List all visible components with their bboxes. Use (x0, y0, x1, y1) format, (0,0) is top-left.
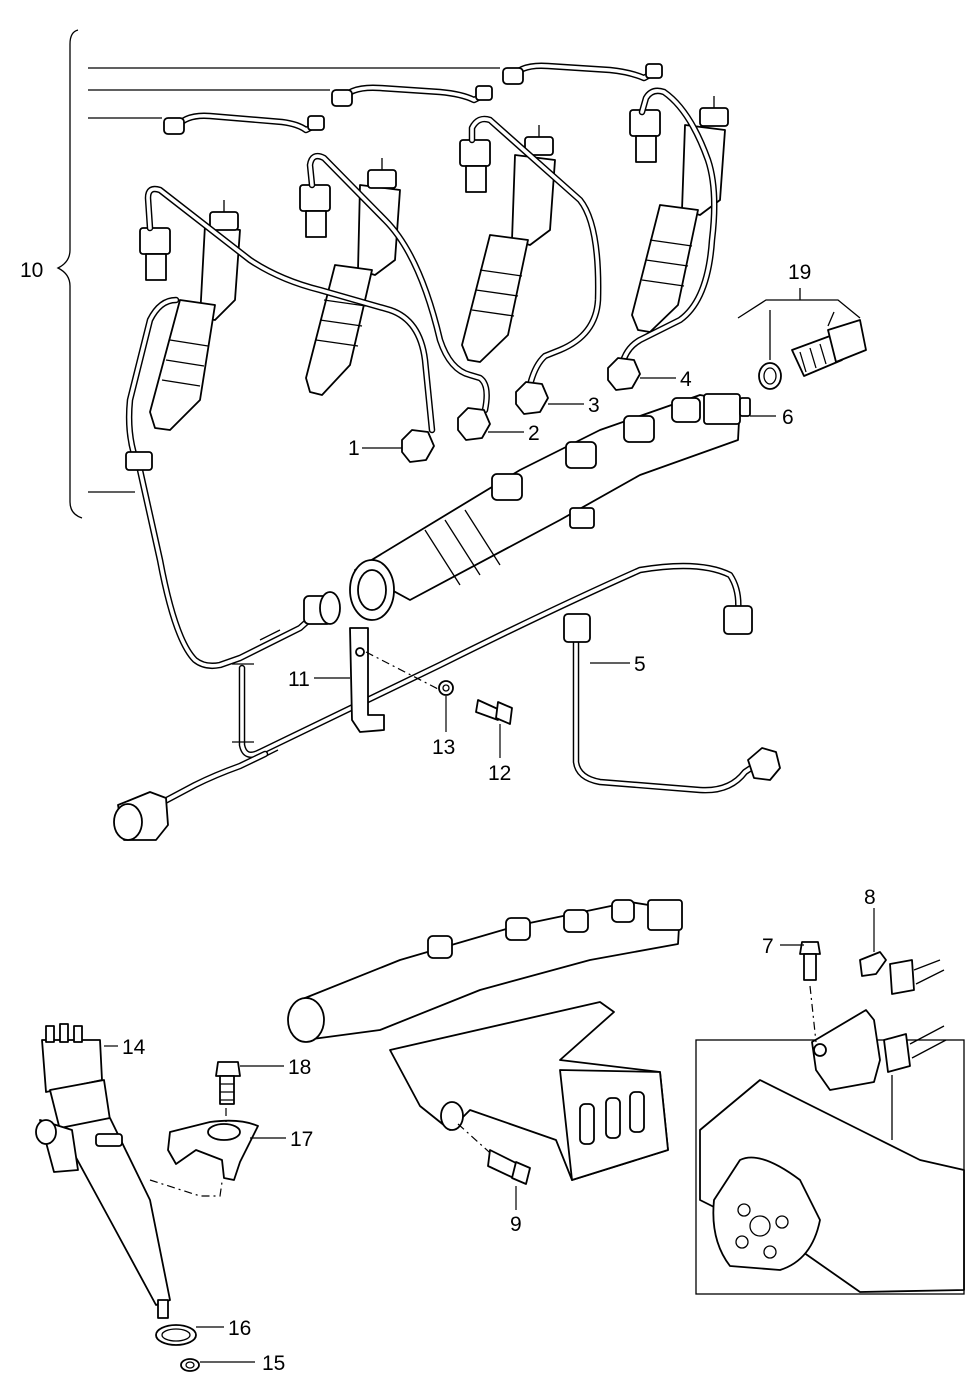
callout-16: 16 (228, 1317, 251, 1340)
rail-mount-assembly (287, 899, 683, 1185)
callout-15: 15 (262, 1352, 285, 1375)
injector-pipes (144, 87, 718, 463)
injector-icon (139, 200, 241, 431)
callout-18: 18 (288, 1056, 311, 1079)
injectors-group (139, 96, 729, 431)
callout-8: 8 (864, 886, 876, 909)
injector-detail-14 (35, 1023, 200, 1372)
callout-1: 1 (348, 437, 360, 460)
injector-icon (299, 158, 401, 396)
callout-labels: 1 2 3 4 5 6 7 8 9 10 11 12 13 14 15 16 1… (20, 259, 876, 1375)
callout-9: 9 (510, 1213, 522, 1236)
fuel-rail (349, 393, 751, 621)
callout-11: 11 (288, 668, 310, 691)
callout-2: 2 (528, 422, 540, 445)
feed-return-lines (113, 296, 753, 841)
callout-7: 7 (762, 935, 774, 958)
pressure-sensor-19 (737, 288, 867, 390)
pipe-5 (563, 613, 781, 794)
engine-bracket-assembly (695, 941, 965, 1295)
callout-6: 6 (782, 406, 794, 429)
group-bracket-10 (56, 29, 500, 519)
callout-4: 4 (680, 368, 692, 391)
callout-14: 14 (122, 1036, 146, 1059)
callout-12: 12 (488, 762, 511, 785)
callout-19: 19 (788, 261, 811, 284)
injector-icon (459, 125, 556, 363)
clamp-17-bolt-18 (149, 1061, 259, 1197)
loose-pipes (163, 62, 663, 135)
callout-13: 13 (432, 736, 455, 759)
bracket-11-set (349, 627, 513, 733)
callout-3: 3 (588, 394, 600, 417)
callout-17: 17 (290, 1128, 313, 1151)
leader-lines (104, 377, 875, 1363)
callout-5: 5 (634, 653, 646, 676)
callout-10: 10 (20, 259, 43, 282)
rail-port (491, 397, 701, 501)
